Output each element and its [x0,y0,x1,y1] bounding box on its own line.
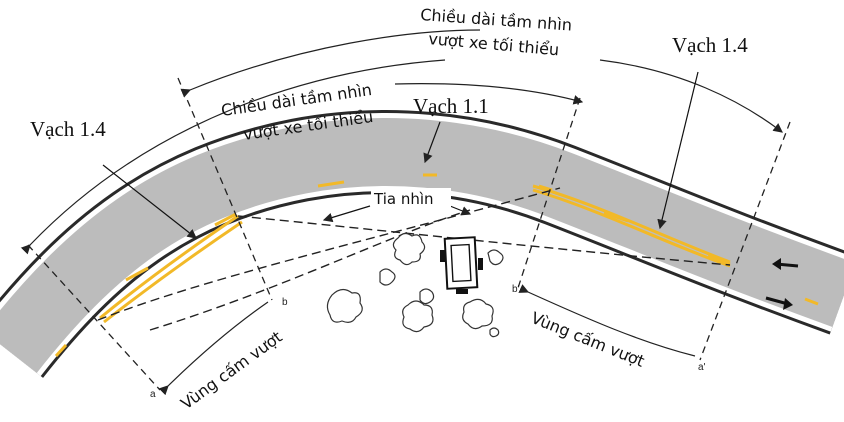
tia-nhin-box [371,188,451,210]
label-no-pass-left: Vùng cấm vượt [177,327,286,413]
label-no-pass-right: Vùng cấm vượt [529,308,648,371]
arrow-right-icon [765,296,793,310]
label-mark-b: b [282,297,288,308]
label-vach-1-4-left: Vạch 1.4 [30,117,106,141]
lane-arrows [765,258,799,310]
center-line-dashes [54,173,819,358]
no-pass-line-right [532,184,731,268]
label-mark-b-prime: b' [512,284,520,295]
label-mark-a-prime: a' [698,362,706,373]
boundary-dashed-lines [27,77,791,391]
pointer-arrows [102,71,699,239]
label-sight-right-line2: vượt xe tối thiểu [428,29,560,59]
sight-lines [97,187,731,331]
label-vach-1-1: Vạch 1.1 [413,94,489,118]
label-vach-1-4-right: Vạch 1.4 [672,33,748,57]
bushes [326,232,504,338]
car-icon [440,236,483,294]
no-pass-line-left [99,212,243,324]
label-tia-nhin: Tia nhìn [373,190,434,208]
arrow-left-icon [772,258,799,270]
dimension-arcs [20,29,783,396]
label-mark-a: a [150,389,156,400]
